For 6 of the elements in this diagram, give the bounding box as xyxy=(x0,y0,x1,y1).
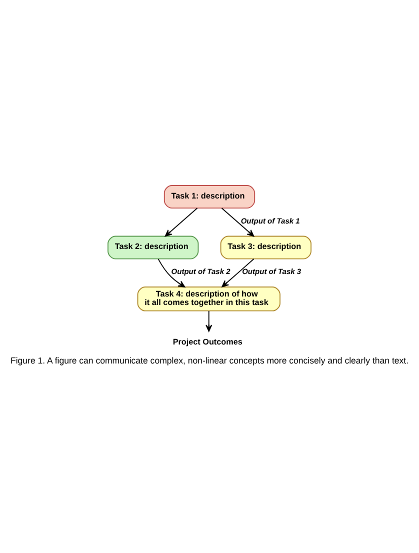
caption: Figure 1. A figure can communicate complex, non-linear concepts more concisely and clearly than text. xyxy=(10,355,409,366)
arrow xyxy=(164,207,198,236)
arrow xyxy=(221,207,254,236)
arrow xyxy=(222,258,254,287)
arrow xyxy=(158,258,186,287)
arrow xyxy=(206,310,212,332)
